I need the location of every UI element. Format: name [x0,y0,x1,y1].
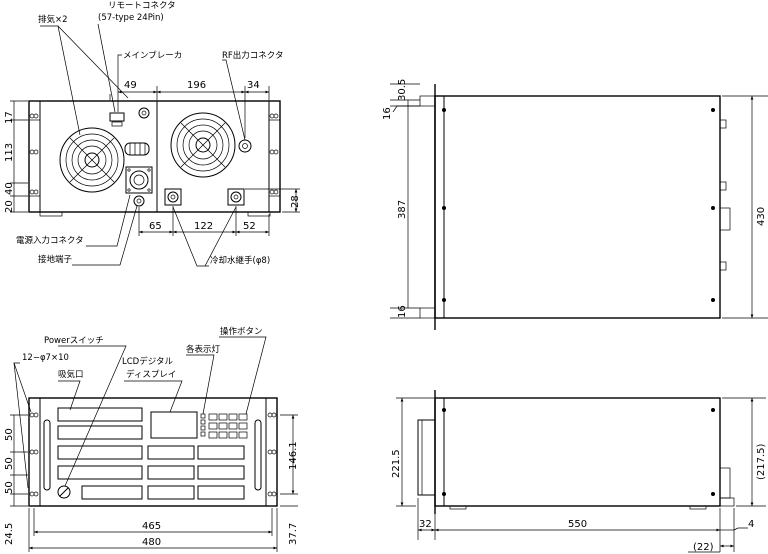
side-handle [417,419,435,496]
label-cooling-water: 冷却水継手(φ8) [210,255,270,266]
dim-50-b: 50 [4,457,15,470]
rf-output-connector-icon [238,139,252,153]
cooling-water-fitting-left [164,188,182,206]
label-indicators: 各表示灯 [186,344,221,355]
cooling-water-fitting-right [227,188,245,206]
dim-16-bottom: 16 [397,305,408,318]
label-main-breaker: メインブレーカ [123,50,182,61]
intake-slots [57,407,245,500]
power-input-connector-icon [125,166,153,194]
side-top-body-outline [434,95,721,319]
dim-50-c: 50 [4,481,15,494]
front-mount-holes [29,412,277,497]
dim-430: 430 [756,207,767,226]
dim-24-5: 24.5 [4,523,15,545]
label-op-buttons: 操作ボタン [220,326,263,337]
dim-28: 28 [290,195,301,208]
operation-buttons [208,413,248,439]
label-rf-output: RF出力コネクタ [222,50,283,61]
dim-465: 465 [142,521,161,532]
dim-480: 480 [142,537,161,548]
dim-550: 550 [568,519,587,530]
dim-4: 4 [748,519,754,530]
dim-113: 113 [4,143,15,162]
label-mount-holes: 12−φ7×10 [22,353,69,363]
label-ground: 接地端子 [38,254,73,265]
dim-37-7: 37.7 [288,523,299,545]
side-top-view: 30.5 16 387 16 430 [382,79,768,330]
dim-65: 65 [149,221,162,232]
label-exhaust: 排気×2 [38,14,68,25]
side-view: 221.5 (217.5) 32 550 4 (22) [391,390,767,553]
rear-panel-outline [28,100,281,213]
dim-52: 52 [243,221,256,232]
dim-196: 196 [187,80,206,91]
dim-146-1: 146.1 [288,441,299,470]
dim-32: 32 [419,519,432,530]
dim-221-5: 221.5 [391,449,402,478]
rear-view: 排気×2 リモートコネクタ (57-type 24Pin) メインブレーカ RF… [4,1,301,267]
dim-387: 387 [397,200,408,219]
lcd-display [150,411,198,439]
label-power-input: 電源入力コネクタ [16,235,84,246]
dim-30-5: 30.5 [397,79,408,101]
dim-34: 34 [247,80,260,91]
side-body-outline [434,397,721,507]
main-breaker-icon [138,107,150,119]
front-panel-outline [28,397,278,507]
dim-50-a: 50 [4,428,15,441]
front-handle-right [254,419,262,491]
fan-left [59,127,125,193]
ground-terminal-icon [133,195,145,207]
label-power-switch: Powerスイッチ [44,336,104,346]
dim-49: 49 [124,80,137,91]
dim-16-top: 16 [382,107,393,120]
front-handle-left [43,419,51,491]
label-lcd-2: ディスプレイ [126,369,176,380]
dim-17: 17 [4,111,15,124]
dim-122: 122 [194,221,213,232]
dim-22: (22) [693,542,714,553]
dim-40: 40 [4,182,15,195]
indicator-lamps [200,413,206,437]
label-intake: 吸気口 [58,369,84,380]
front-view: Powerスイッチ 12−φ7×10 吸気口 LCDデジタル ディスプレイ 各表… [4,326,299,552]
power-switch-icon [57,485,71,499]
remote-connector-icon [109,112,125,122]
fan-right [170,112,236,178]
label-remote-type: (57-type 24Pin) [98,13,164,23]
label-remote-connector: リモートコネクタ [108,1,176,11]
rear-rack-holes [29,113,279,195]
label-lcd-1: LCDデジタル [122,356,174,367]
dim-217-5: (217.5) [756,443,767,480]
dim-20: 20 [4,200,15,213]
